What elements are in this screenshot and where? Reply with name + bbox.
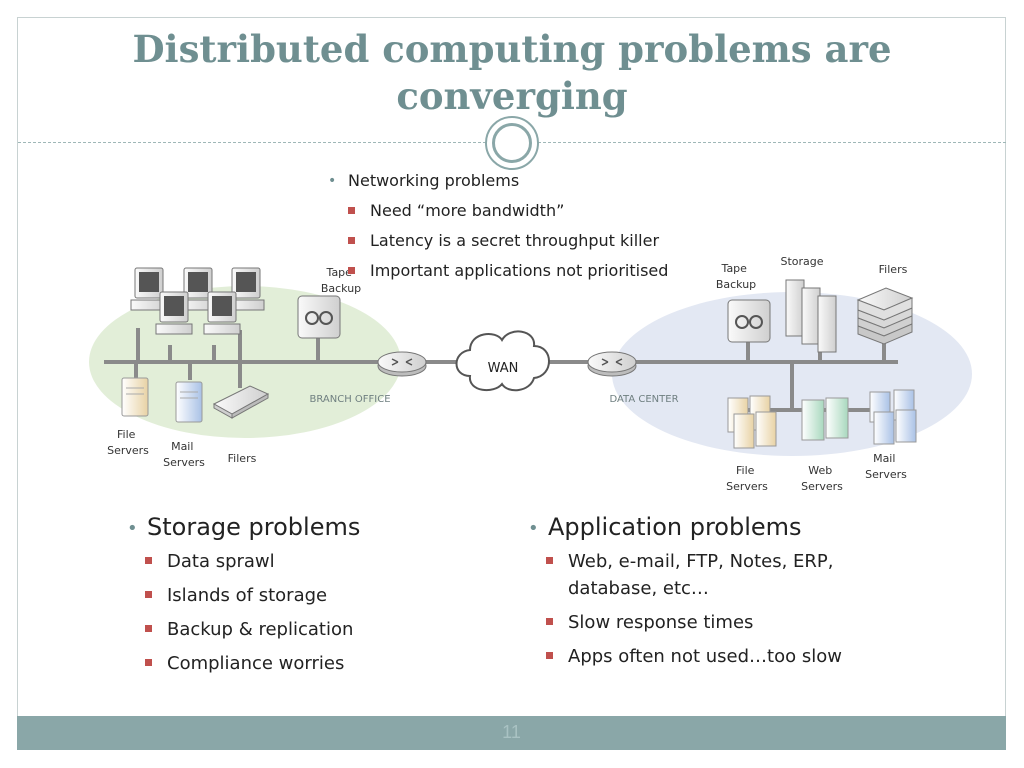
application-item: Apps often not used…too slow [542, 643, 854, 670]
storage-problems-list: Storage problems Data sprawl Islands of … [125, 510, 360, 684]
datacenter-storage-label: Storage [780, 255, 823, 268]
title-line-1: Distributed computing problems are [132, 27, 892, 71]
branch-router-icon [377, 351, 427, 377]
slide-title: Distributed computing problems are conve… [40, 26, 984, 120]
datacenter-tape-backup-label: Tape Backup [716, 262, 756, 291]
networking-item: Important applications not prioritised [344, 256, 668, 286]
datacenter-file-servers-label: File Servers [726, 464, 768, 493]
divider-ring-ornament [485, 116, 539, 170]
branch-file-servers-label: File Servers [107, 428, 149, 457]
datacenter-router-icon [587, 351, 637, 377]
networking-heading: Networking problems [326, 166, 668, 196]
storage-heading: Storage problems [125, 510, 360, 546]
branch-file-server-icon [121, 377, 149, 417]
title-line-2: converging [396, 74, 628, 118]
datacenter-filers-label: Filers [879, 263, 908, 276]
branch-mail-server-icon [175, 381, 203, 423]
branch-mail-servers-label: Mail Servers [163, 440, 205, 469]
datacenter-filers-icon [856, 287, 914, 345]
storage-item: Backup & replication [141, 616, 360, 643]
datacenter-web-servers-icon [801, 397, 849, 441]
datacenter-mail-servers-label: Mail Servers [865, 452, 907, 481]
branch-tape-backup-icon [297, 295, 341, 339]
branch-office-label: BRANCH OFFICE [309, 394, 390, 405]
application-item: Web, e-mail, FTP, Notes, ERP, database, … [542, 548, 854, 602]
networking-item: Latency is a secret throughput killer [344, 226, 668, 256]
branch-filer-icon [212, 385, 270, 419]
networking-problems-list: Networking problems Need “more bandwidth… [326, 166, 668, 286]
storage-item: Islands of storage [141, 582, 360, 609]
wan-cloud-icon [455, 330, 550, 392]
wan-label: WAN [488, 361, 519, 376]
networking-item: Need “more bandwidth” [344, 196, 668, 226]
branch-filers-label: Filers [228, 452, 257, 465]
application-item: Slow response times [542, 609, 854, 636]
page-number: 11 [502, 722, 521, 742]
application-problems-list: Application problems Web, e-mail, FTP, N… [526, 510, 854, 677]
datacenter-tape-backup-icon [727, 299, 771, 343]
datacenter-file-servers-icon [727, 395, 777, 449]
datacenter-mail-servers-icon [869, 389, 917, 445]
desktop-computers-icon [130, 267, 265, 335]
storage-item: Compliance worries [141, 650, 360, 677]
storage-item: Data sprawl [141, 548, 360, 575]
datacenter-label: DATA CENTER [609, 394, 678, 405]
application-heading: Application problems [526, 510, 854, 546]
branch-tape-backup-label: Tape Backup [321, 266, 361, 295]
datacenter-storage-icon [785, 279, 837, 353]
branch-lan-line [104, 328, 460, 388]
slide-footer-bar: 11 [17, 716, 1006, 750]
datacenter-web-servers-label: Web Servers [801, 464, 843, 493]
